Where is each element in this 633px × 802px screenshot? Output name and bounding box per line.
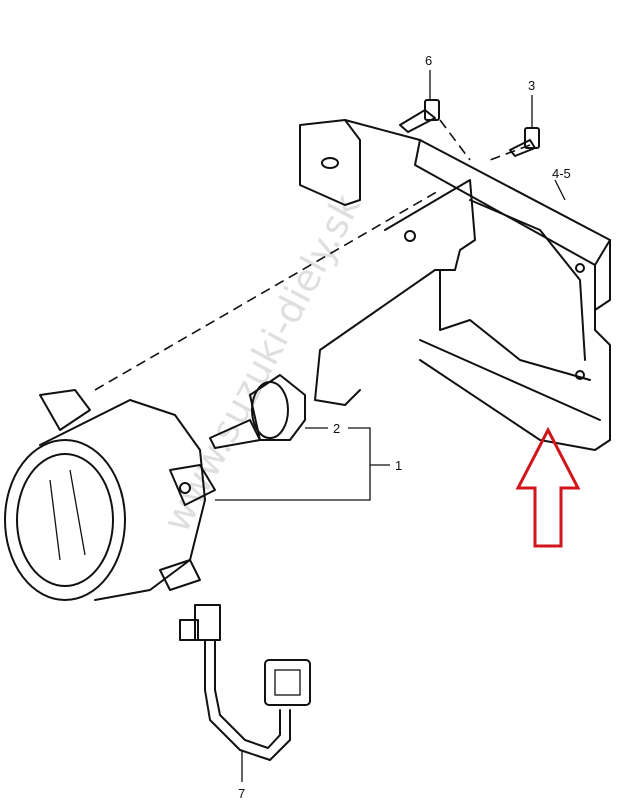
label-part-3: 3 [528,78,535,93]
label-part-6: 6 [425,53,432,68]
assembly-line [94,189,441,391]
watermark: www.suzuki-diely.sk [154,187,369,539]
screw-part-3 [509,127,540,157]
assembly-line [489,144,531,161]
label-part-4-5: 4-5 [552,166,571,181]
assembly-line [439,119,471,161]
leader-line [554,179,566,201]
screw-part-6 [399,99,440,133]
label-part-2: 2 [333,421,340,436]
fog-lamp-part-1 [4,389,216,601]
red-up-arrow [515,426,581,548]
label-part-1: 1 [395,458,402,473]
wiring-harness-part-7 [179,604,311,761]
leader-line [215,427,390,501]
bracket-part-4-5 [299,119,611,451]
label-part-7: 7 [238,786,245,801]
bulb-part-2 [209,374,306,449]
